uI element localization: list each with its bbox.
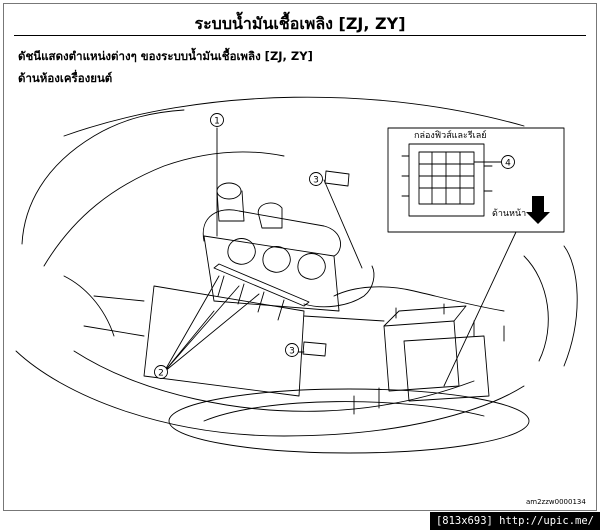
intake-manifold: [202, 209, 341, 257]
watermark: [813x693] http://upic.me/: [429, 512, 600, 530]
inset-fuse-grid: [408, 143, 485, 217]
leader-2: [163, 275, 260, 373]
callout-3-lower: 3: [285, 343, 299, 357]
page-title: ระบบน้ำมันเชื้อเพลิง [ZJ, ZY]: [194, 14, 406, 33]
image-code: am2zzw0000134: [526, 498, 586, 506]
fuel-rail: [213, 263, 310, 307]
battery-top: [383, 305, 467, 327]
callout-3-upper-label: 3: [313, 176, 319, 186]
fuse-relay-box-label: กล่องฟิวส์และรีเลย์: [414, 129, 487, 141]
battery-terminals: [395, 303, 445, 319]
front-direction-arrow-icon: [526, 196, 550, 224]
callout-1-label: 1: [214, 117, 220, 127]
callout-4: 4: [501, 155, 515, 169]
title-divider: [14, 35, 586, 36]
reservoir: [216, 190, 245, 222]
strut-tower: [257, 202, 283, 229]
radiator-support: [83, 295, 385, 337]
document-page: ระบบน้ำมันเชื้อเพลิง [ZJ, ZY] ดัชนีแสดงต…: [3, 3, 597, 511]
front-grille: [73, 350, 475, 412]
connector-lower: [302, 341, 327, 357]
section-label: ด้านห้องเครื่องยนต์: [18, 71, 113, 85]
callout-3-lower-label: 3: [289, 347, 295, 357]
battery: [383, 320, 460, 392]
callout-4-label: 4: [505, 159, 511, 169]
callout-3-upper: 3: [309, 172, 323, 186]
leader-inset: [443, 231, 517, 387]
inset-fuse-tabs: [401, 155, 493, 197]
headlamp-inner: [203, 401, 485, 422]
callout-2: 2: [154, 365, 168, 379]
fender-right-inner: [523, 255, 549, 362]
diagram-subtitle: ดัชนีแสดงตำแหน่งต่างๆ ของระบบน้ำมันเชื้อ…: [18, 49, 313, 63]
fuel-line-2: [333, 286, 505, 312]
windshield-edge: [63, 96, 525, 137]
hood-outline: [21, 109, 185, 245]
callout-2-label: 2: [158, 369, 164, 379]
front-bumper: [15, 350, 525, 437]
radiator: [143, 285, 305, 397]
callout-1: 1: [210, 113, 224, 127]
fuel-line: [303, 265, 375, 308]
engine-detail-2: [262, 246, 291, 273]
fender-right: [563, 245, 578, 367]
connector-upper: [324, 170, 350, 187]
engine-detail-3: [297, 253, 326, 280]
leader-3-upper: [323, 179, 363, 269]
left-hose: [63, 275, 115, 337]
injectors: [217, 275, 285, 321]
reservoir-cap: [216, 182, 242, 200]
body-outline-left: [43, 151, 285, 267]
engine-cover: [203, 235, 340, 312]
front-bolts: [353, 320, 505, 415]
headlamp: [168, 388, 530, 454]
engine-compartment-diagram: 1 2 3 3 4 กล่องฟิวส์และรีเลย์ ด้านหน้า: [15, 96, 578, 454]
front-direction-label: ด้านหน้า: [492, 208, 526, 219]
fuse-box-body: [403, 335, 490, 402]
engine-detail: [227, 238, 256, 265]
